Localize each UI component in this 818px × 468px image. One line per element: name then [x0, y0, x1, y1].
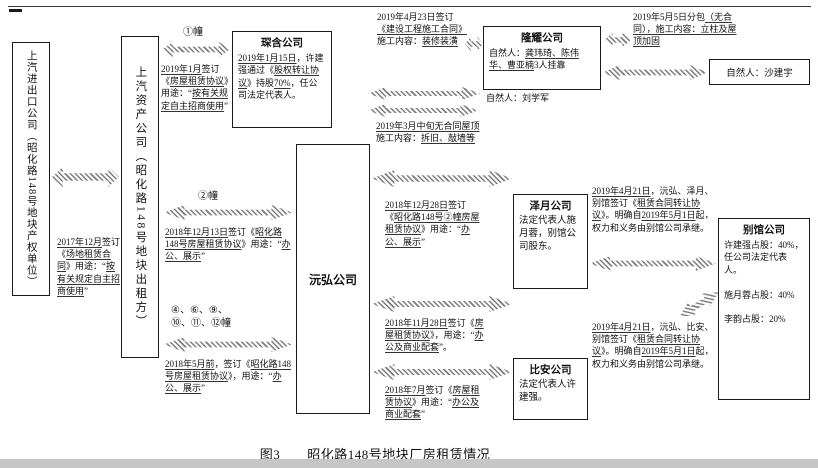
figure-caption: 图3 昭化路148号地块厂房租赁情况	[259, 447, 491, 462]
arrow-zeyue-bieguan-icon	[590, 256, 716, 271]
box-bieguan-body: 许建强占股：40%，任公司法定代表人。 施月蓉占股：40% 李韵占股：20%	[724, 240, 804, 325]
arrow-building-group-icon	[164, 337, 292, 352]
scan-edge-bar	[0, 459, 818, 468]
box-zeyue: 泽月公司 法定代表人施月蓉，别馆公司股东。	[513, 194, 588, 289]
box-bieguan-title: 别馆公司	[743, 225, 785, 236]
note-construction-contract: 2019年4月23日签订《建设工程施工合同》施工内容：装修装潢	[377, 12, 468, 47]
arrow-owner-lessor-icon	[52, 167, 119, 187]
arrow-building1-icon	[162, 42, 230, 57]
note-bian-lease-upper: 2018年11月28日签订《房屋租赁协议》，用途：“办公及商业配套”。	[385, 318, 484, 353]
box-saic-asset: 上汽资产公司（昭化路148号地块出租方）	[121, 36, 159, 358]
page-rule-line	[8, 6, 811, 7]
box-sha-jianyu: 自然人：沙建宇	[709, 59, 810, 85]
arrow-liu-lower-icon	[368, 104, 478, 117]
box-zeyue-body: 法定代表人施月蓉，别馆公司股东。	[519, 216, 577, 253]
note-bian-lease-lower: 2018年7月签订《房屋租赁协议》用途：“办公及商业配套”	[385, 385, 480, 420]
arrow-construction-icon	[465, 37, 483, 51]
note-zeyue-transfer: 2019年4月21日，沅弘、泽月、别馆签订《租赁合同转让协议》。明确自2019年…	[592, 186, 714, 233]
box-bian-title: 比安公司	[529, 365, 572, 376]
box-longyao-body: 自然人：龚玮琦、陈伟华、曹亚楠3人挂靠	[489, 48, 580, 71]
box-chenhan: 琛含公司 2019年1月15日，许建强通过《股权转让协议》持股70%，任公司法定…	[232, 31, 332, 128]
box-bieguan: 别馆公司 许建强占股：40%，任公司法定代表人。 施月蓉占股：40% 李韵占股：…	[718, 218, 810, 400]
note-building-group-lease: 2018年5月前，签订《昭化路148号房屋租赁协议》，用途：“办公、展示”	[165, 359, 292, 394]
note-bian-transfer: 2019年4月21日，沅弘、比安、别馆签订《租赁合同转让协议》。明确自2019年…	[592, 322, 714, 369]
arrow-zeyue-lease-icon	[372, 170, 512, 187]
box-chenhan-body: 2019年1月15日，许建强通过《股权转让协议》持股70%，任公司法定代表人。	[238, 53, 324, 101]
box-yuanhong: 沅弘公司	[296, 144, 370, 414]
box-zeyue-title: 泽月公司	[529, 201, 572, 212]
box-saic-import-export: 上汽进出口公司（昭化路148号地块产权单位）	[12, 42, 50, 296]
box-longyao-title: 隆耀公司	[521, 33, 563, 44]
box-bian: 比安公司 法定代表人许建强。	[513, 358, 588, 420]
arrow-liu-upper-icon	[368, 87, 480, 100]
box-yuanhong-title: 沅弘公司	[308, 272, 357, 287]
note-building2-lease: 2018年12月13日签订《昭化路148号房屋租赁协议》用途：“办公、展示”	[165, 227, 291, 262]
box-sha-jianyu-label: 自然人：沙建宇	[726, 69, 793, 79]
note-saic-lease: 2017年12月签订《场地租赁合同》用途：“按有关规定自主招商使用”	[57, 237, 121, 296]
box-saic-asset-label: 上汽资产公司（昭化路148号地块出租方）	[134, 65, 147, 329]
arrow-building2-icon	[164, 205, 292, 220]
arrow-bian-upper-icon	[372, 296, 512, 312]
label-building-group: ④、⑥、⑨、 ⑩、⑪、⑫幢	[171, 305, 231, 329]
label-building-1: ①幢	[183, 27, 203, 38]
arrow-bian-lower-icon	[372, 364, 512, 380]
box-saic-import-export-label: 上汽进出口公司（昭化路148号地块产权单位）	[25, 50, 37, 288]
label-liu-xuejun: 自然人：刘学军	[486, 93, 550, 103]
arrow-subcontract-icon	[604, 33, 631, 47]
box-chenhan-title: 琛含公司	[261, 38, 303, 49]
note-liu-roof-work: 2019年3月中旬无合同屋顶 施工内容：拆旧、敲墙等	[376, 121, 480, 144]
note-zeyue-lease: 2018年12月28日签订《昭化路148号②幢房屋租赁协议》用途：“办公、展示”	[385, 200, 480, 247]
arrow-bian-bieguan-icon	[676, 286, 723, 323]
arrow-sha-icon	[603, 65, 707, 80]
note-building1-lease: 2019年1月签订《房屋租赁协议》用途：“按有关规定自主招商使用”	[161, 64, 229, 111]
label-building-2: ②幢	[198, 191, 218, 202]
box-longyao: 隆耀公司 自然人：龚玮琦、陈伟华、曹亚楠3人挂靠	[483, 26, 601, 90]
box-bian-body: 法定代表人许建强。	[519, 380, 577, 404]
note-subcontract: 2019年5月5日分包（无合同），施工内容：立柱及屋顶加固	[633, 12, 737, 47]
scan-artifact-mark	[9, 9, 22, 12]
